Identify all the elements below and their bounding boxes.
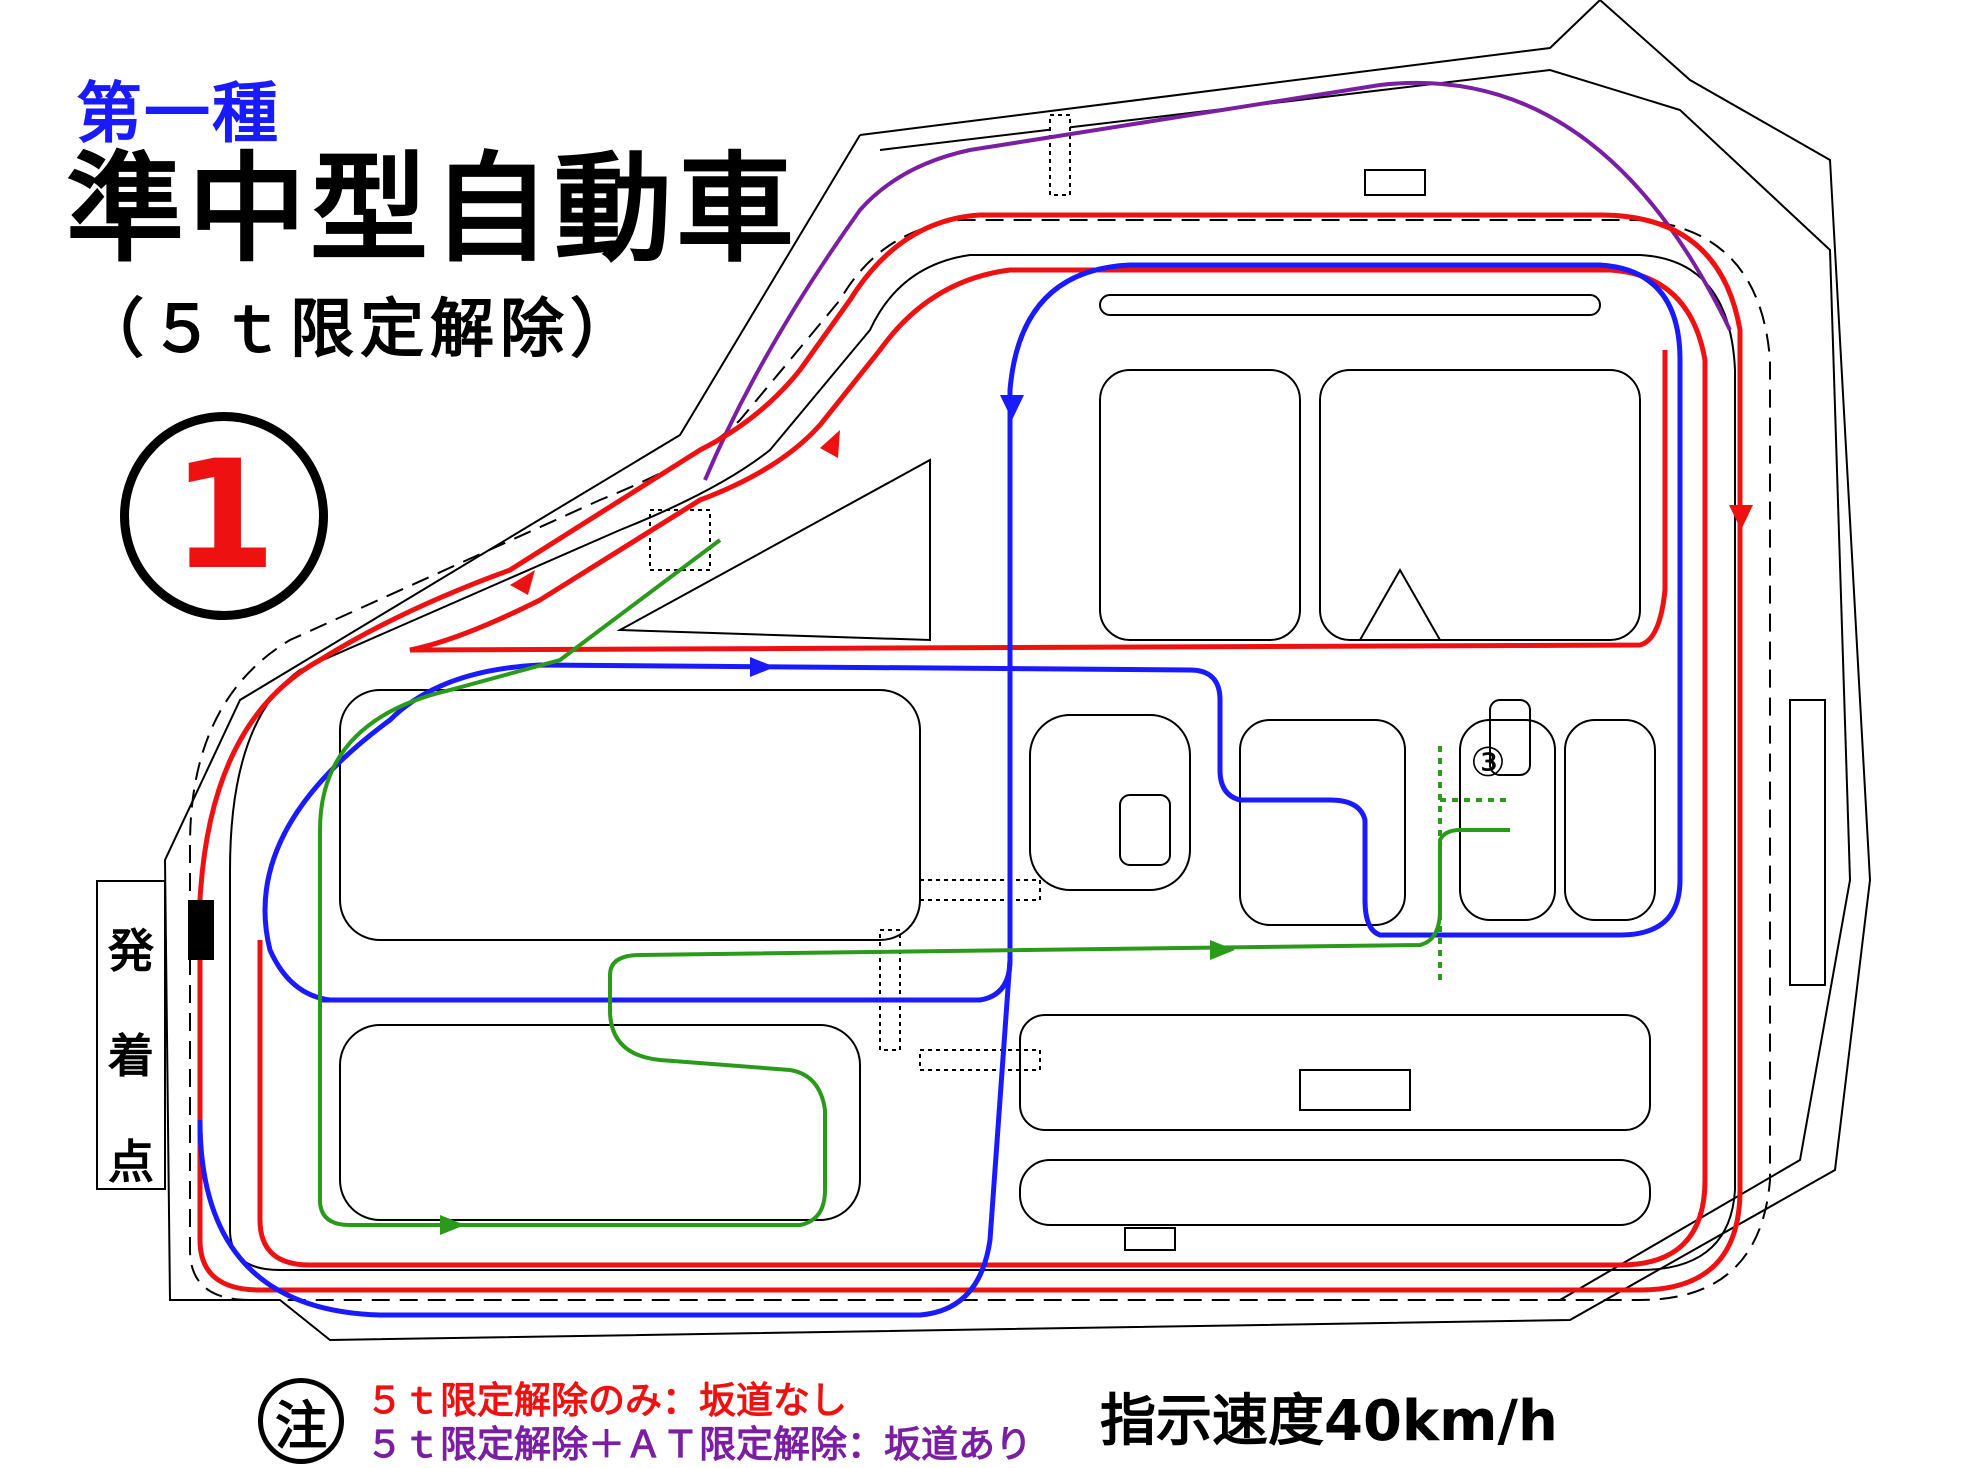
course-number-badge: 1 — [120, 412, 328, 620]
arrow-blue-1 — [750, 657, 775, 677]
arrow-blue-2 — [1000, 395, 1024, 420]
note-purple-route: ５ｔ限定解除＋ＡＴ限定解除：坂道あり — [366, 1423, 1032, 1466]
route-red — [197, 212, 1743, 1293]
arrow-green-2 — [440, 1215, 465, 1235]
license-category: 第一種 — [76, 75, 280, 152]
start-point-char: 点 — [108, 1134, 154, 1189]
start-car-marker — [188, 900, 214, 960]
route-blue — [197, 262, 1683, 1318]
route-purple — [703, 80, 1732, 481]
start-point-char: 発 — [108, 924, 154, 978]
note-red-route: ５ｔ限定解除のみ：坂道なし — [366, 1379, 847, 1422]
start-point-box: 発 着 点 — [96, 880, 166, 1190]
point-3-label: ③ — [1470, 740, 1506, 786]
course-number: 1 — [171, 429, 277, 603]
course-outline — [163, 0, 1872, 1342]
route-green — [318, 538, 1510, 1227]
direction-arrows — [440, 395, 1753, 1235]
arrow-red-2 — [820, 430, 840, 458]
note-icon: 注 — [258, 1378, 344, 1464]
license-subtitle: （５ｔ限定解除） — [80, 293, 640, 367]
speed-instruction: 指示速度40km/h — [1100, 1389, 1558, 1454]
arrow-red-1 — [510, 570, 535, 595]
license-title: 準中型自動車 — [66, 140, 799, 278]
arrow-green-1 — [1210, 940, 1235, 960]
arrow-red-3 — [1729, 505, 1753, 530]
start-point-char: 着 — [108, 1029, 154, 1084]
